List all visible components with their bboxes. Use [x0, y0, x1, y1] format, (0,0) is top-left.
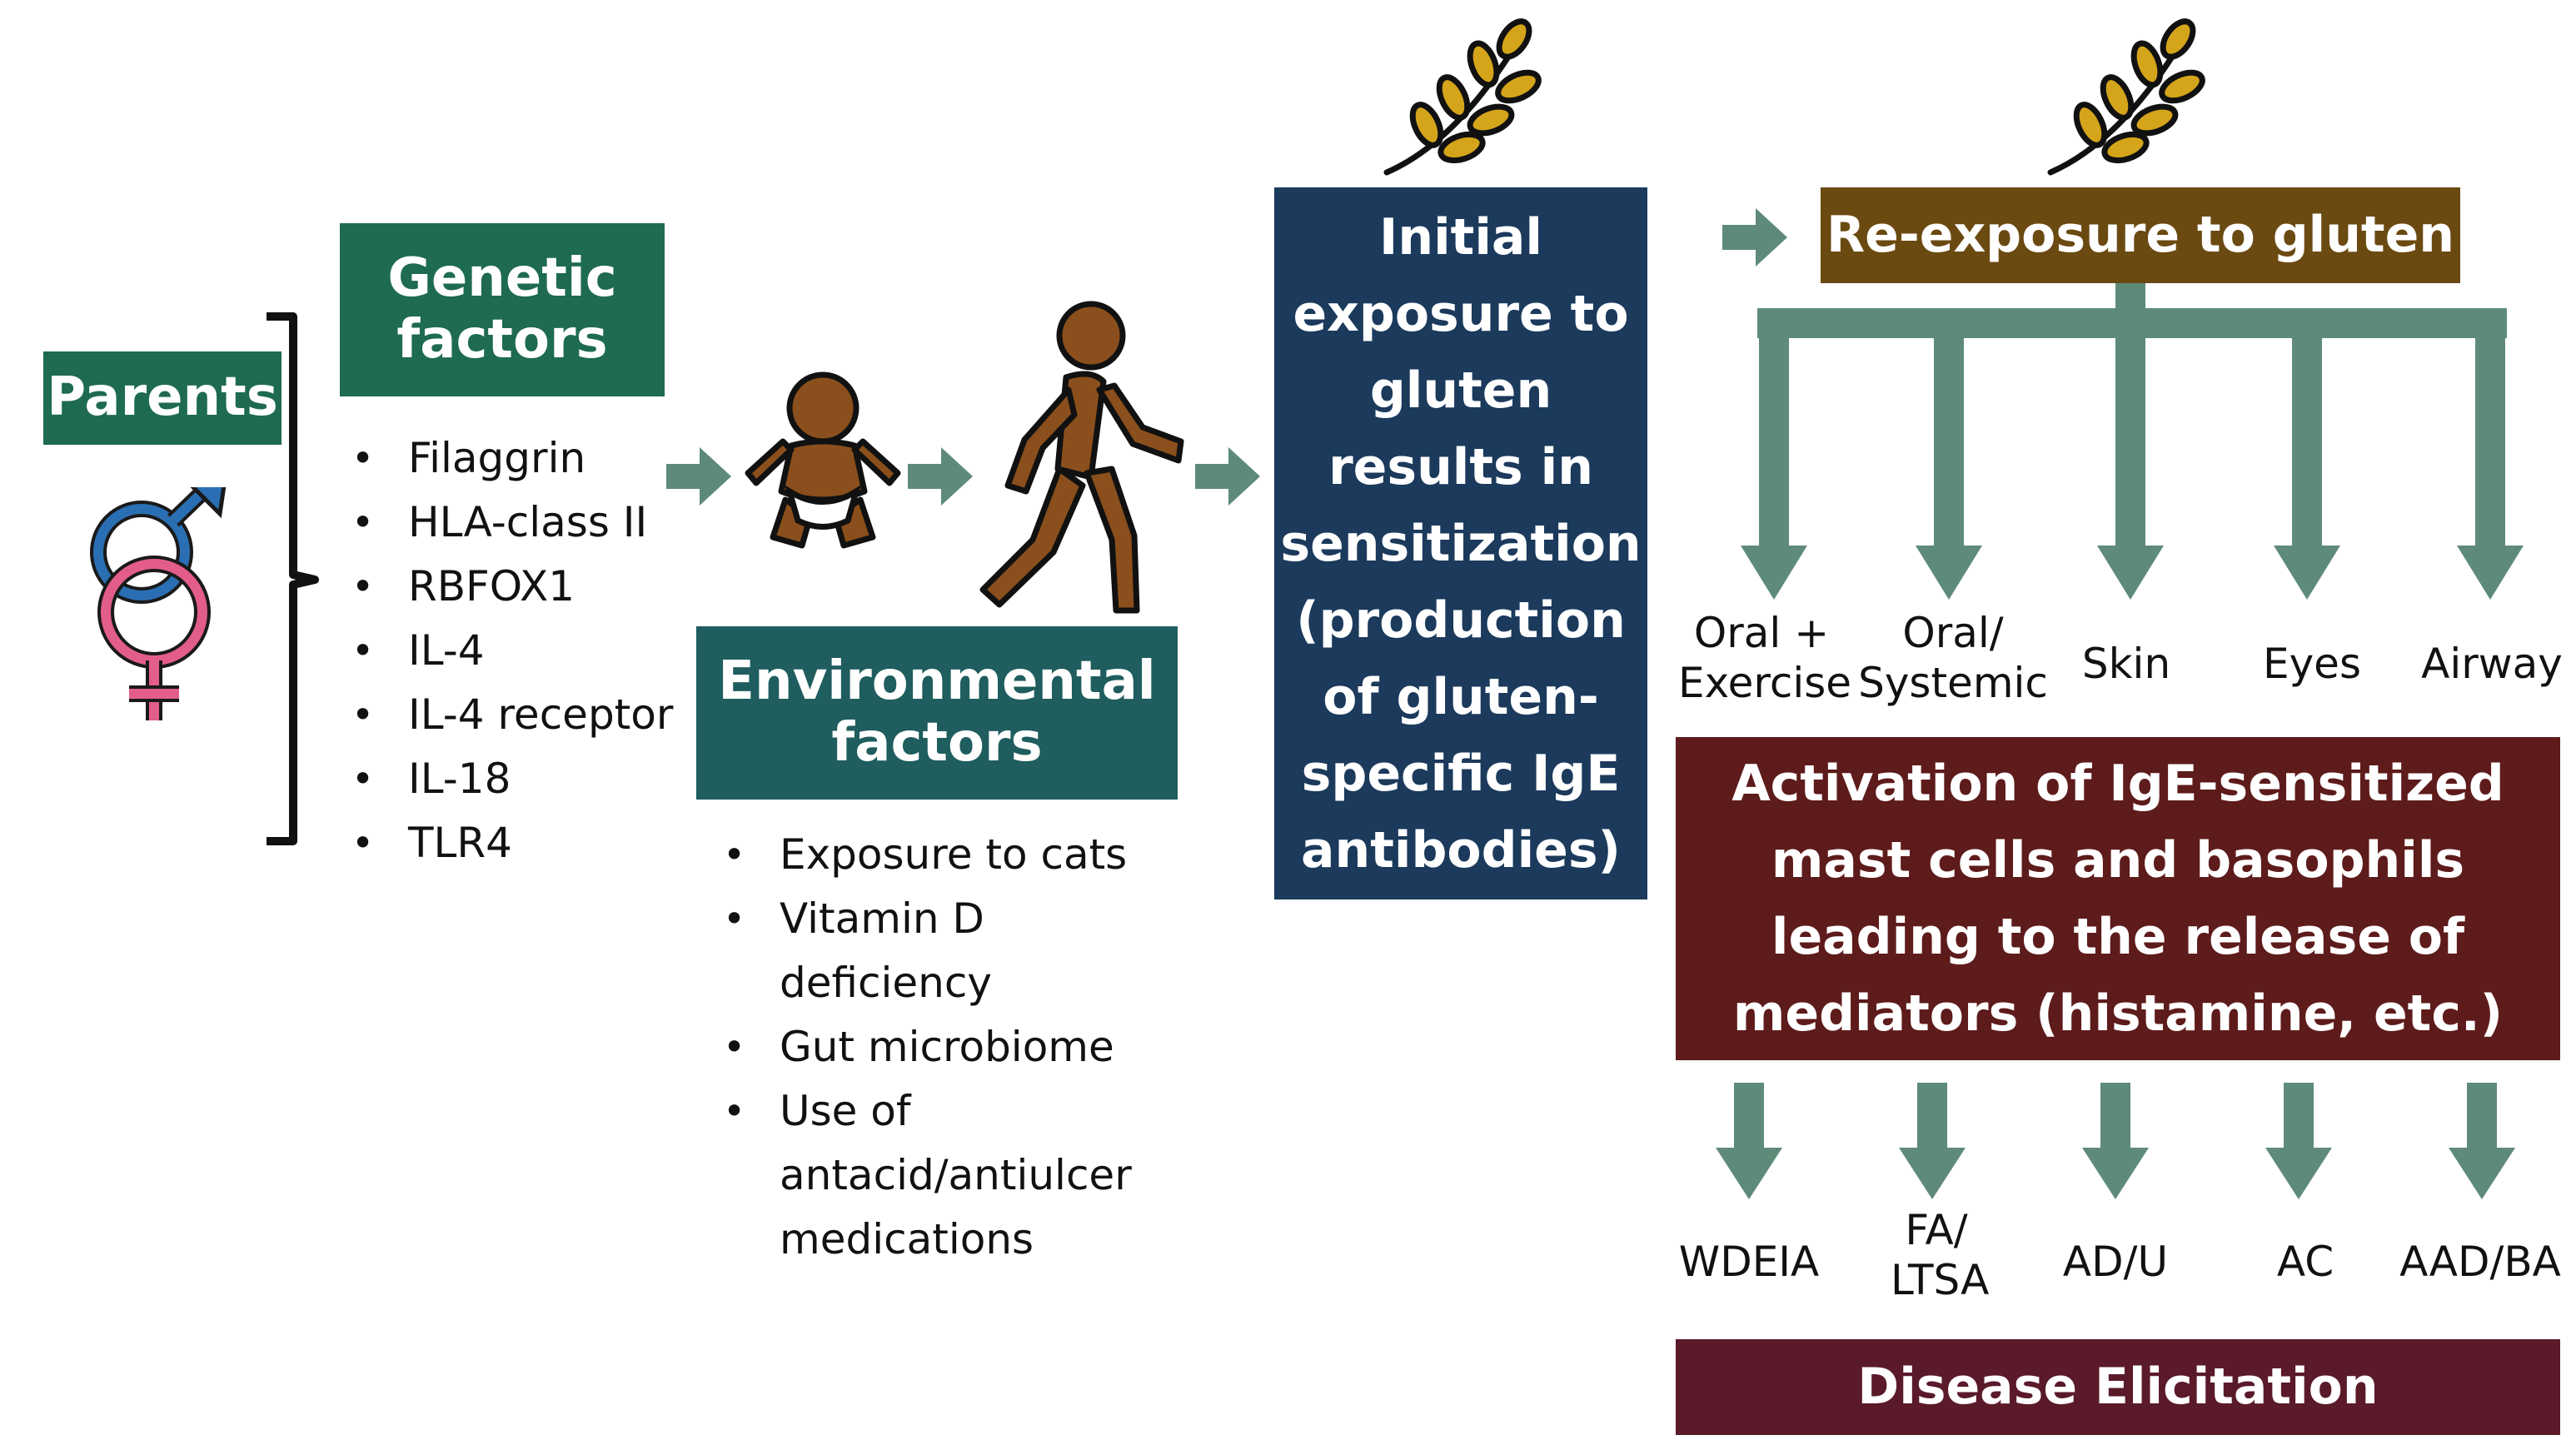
arrow-right-icon [666, 447, 731, 506]
list-item: Gut microbiome [721, 1015, 1188, 1079]
route-label-oral-exercise: Oral + Exercise [1678, 609, 1852, 707]
outcome-label-aad-ba: AAD/BA [2399, 1238, 2561, 1286]
disease-elicitation-box: Disease Elicitation [1676, 1339, 2560, 1435]
list-item: Filaggrin [350, 426, 673, 491]
arrow-down-icon [1741, 308, 1807, 600]
outcome-label-ac: AC [2276, 1238, 2334, 1286]
list-item: Vitamin D deficiency [721, 887, 1029, 1015]
outcome-label-fa-ltsa: FA/ LTSA [1891, 1206, 1990, 1304]
initial-exposure-box: Initial exposure to gluten results in se… [1274, 187, 1647, 899]
list-item: RBFOX1 [350, 555, 673, 619]
outcome-label-ad-u: AD/U [2062, 1238, 2169, 1286]
route-label-skin: Skin [2081, 640, 2171, 688]
arrow-right-icon [1722, 208, 1787, 267]
arrow-down-icon [2097, 308, 2164, 600]
environmental-factors-box: Environmental factors [696, 626, 1178, 800]
arrow-down-icon [1899, 1083, 1966, 1199]
arrow-down-icon [2449, 1083, 2515, 1199]
arrow-down-icon [1916, 308, 1982, 600]
arrow-right-icon [908, 447, 973, 506]
environmental-factors-list: Exposure to cats Vitamin D deficiency Gu… [721, 823, 1188, 1272]
walking-person-icon [979, 301, 1184, 614]
genetic-factors-list: Filaggrin HLA-class II RBFOX1 IL-4 IL-4 … [350, 426, 673, 875]
route-label-oral-systemic: Oral/ Systemic [1858, 609, 2048, 707]
parents-box: Parents [43, 351, 282, 445]
list-item: Use of antacid/antiulcer medications [721, 1079, 1154, 1272]
list-item: IL-4 [350, 619, 673, 683]
arrow-down-icon [2274, 308, 2340, 600]
reexposure-box: Re-exposure to gluten [1821, 187, 2460, 283]
initial-exposure-text: Initial exposure to gluten results in se… [1280, 207, 1642, 879]
baby-icon [745, 371, 901, 549]
reexposure-title: Re-exposure to gluten [1826, 206, 2455, 264]
list-item: TLR4 [350, 811, 673, 875]
route-label-eyes: Eyes [2263, 640, 2361, 688]
list-item: IL-4 receptor [350, 683, 673, 747]
gender-symbols-icon [90, 487, 227, 720]
genetic-factors-box: Genetic factors [340, 223, 665, 396]
genetic-factors-title: Genetic factors [387, 247, 617, 371]
outcome-label-wdeia: WDEIA [1678, 1238, 1820, 1286]
arrow-down-icon [2265, 1083, 2332, 1199]
disease-elicitation-title: Disease Elicitation [1857, 1358, 2379, 1416]
wheat-icon [2047, 18, 2205, 176]
list-item: Exposure to cats [721, 823, 1188, 887]
route-label-airway: Airway [2421, 640, 2563, 688]
wheat-icon [1383, 18, 1542, 176]
list-item: HLA-class II [350, 491, 673, 555]
list-item: IL-18 [350, 747, 673, 811]
parents-label: Parents [47, 366, 278, 429]
activation-box: Activation of IgE-sensitized mast cells … [1676, 737, 2560, 1060]
arrow-right-icon [1195, 447, 1260, 506]
arrow-down-icon [2457, 308, 2524, 600]
environmental-factors-title: Environmental factors [718, 650, 1156, 774]
arrow-down-icon [1716, 1083, 1782, 1199]
arrow-down-icon [2082, 1083, 2149, 1199]
activation-text: Activation of IgE-sensitized mast cells … [1731, 755, 2504, 1043]
